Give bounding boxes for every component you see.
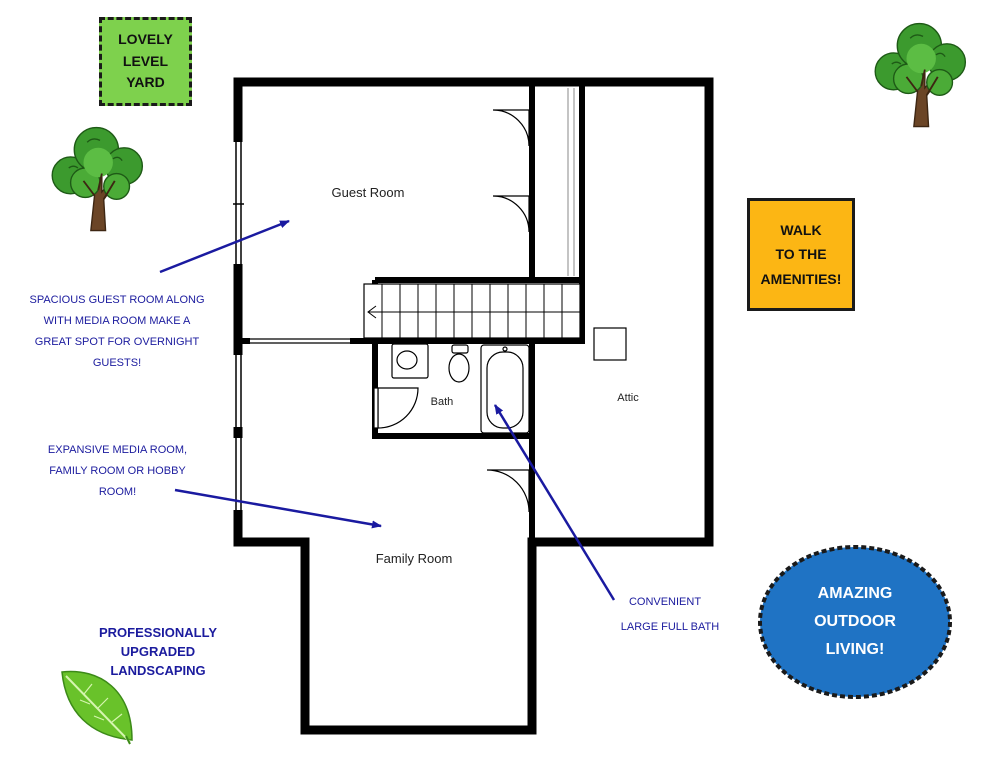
annotation-line: GUESTS! [92, 356, 142, 369]
staircase [363, 283, 581, 339]
media-room-annotation: EXPANSIVE MEDIA ROOM, FAMILY ROOM OR HOB… [45, 440, 190, 503]
annotation-line: PROFESSIONALLY [99, 625, 217, 640]
attic-hatch [593, 327, 627, 361]
annotation-line: UPGRADED [120, 643, 196, 659]
bath-annotation-line2: LARGE FULL BATH [620, 621, 720, 633]
annotation-line: ROOM! [98, 485, 137, 498]
outdoor-living-text: AMAZING OUTDOOR LIVING! [770, 580, 940, 664]
annotation-line: WITH MEDIA ROOM MAKE A [43, 314, 191, 327]
room-label-family: Family Room [376, 551, 453, 566]
amenities-line: AMENITIES! [760, 270, 842, 287]
outdoor-line: LIVING! [825, 641, 885, 658]
yard-callout: LOVELY LEVEL YARD [99, 17, 192, 106]
yard-line: LOVELY [118, 30, 173, 47]
room-label-bath: Bath [431, 396, 454, 408]
outdoor-line: OUTDOOR [814, 613, 896, 630]
tree-icon [51, 126, 144, 232]
windows [233, 142, 244, 510]
annotation-line: EXPANSIVE MEDIA ROOM, [47, 444, 188, 456]
room-label-guest: Guest Room [332, 185, 405, 200]
amenities-callout: WALK TO THE AMENITIES! [747, 198, 855, 311]
guest-room-annotation: SPACIOUS GUEST ROOM ALONG WITH MEDIA ROO… [22, 290, 212, 374]
yard-line: LEVEL [122, 52, 169, 69]
annotation-line: SPACIOUS GUEST ROOM ALONG [29, 294, 205, 306]
door [373, 109, 530, 513]
annotation-arrows [159, 219, 616, 601]
closet [567, 88, 575, 276]
amenities-line: TO THE [775, 246, 827, 263]
interior-walls [238, 82, 585, 540]
exterior-walls [233, 77, 714, 735]
bath-annotation-line1: CONVENIENT [628, 596, 702, 608]
tree-icon [874, 22, 967, 128]
room-label-attic: Attic [617, 392, 639, 404]
leaf-icon [61, 670, 133, 745]
outdoor-line: AMAZING [817, 585, 893, 602]
annotation-line: GREAT SPOT FOR OVERNIGHT [34, 335, 200, 348]
annotation-line: FAMILY ROOM OR HOBBY [49, 464, 186, 477]
yard-line: YARD [126, 74, 165, 91]
landscaping-annotation: PROFESSIONALLY UPGRADED LANDSCAPING [78, 624, 238, 681]
outdoor-living-oval [758, 545, 952, 699]
annotation-line: LANDSCAPING [110, 662, 206, 678]
amenities-line: WALK [780, 221, 822, 238]
